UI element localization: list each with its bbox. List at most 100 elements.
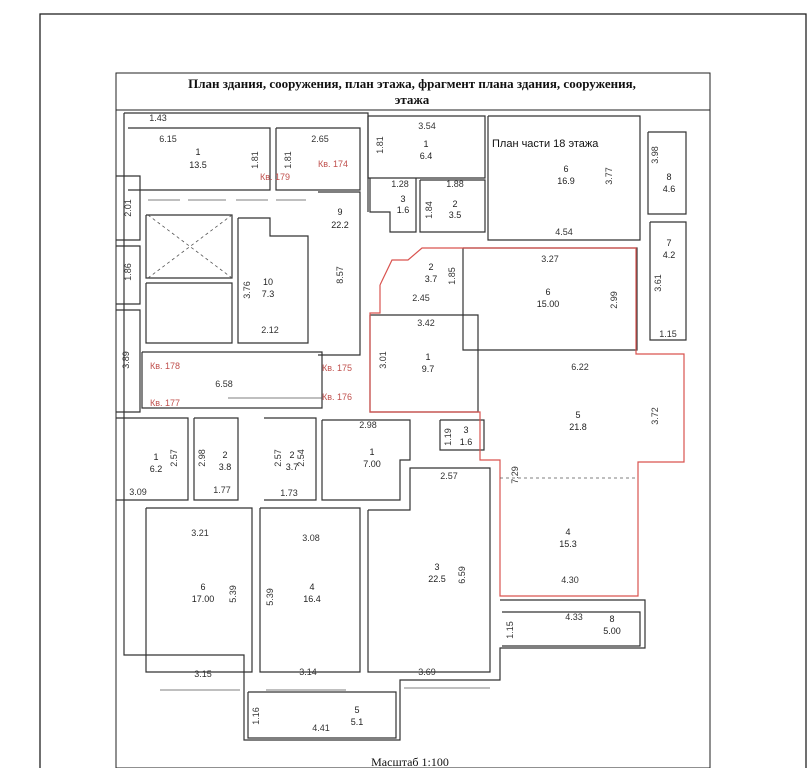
scale-label: Масштаб 1:100 — [371, 755, 449, 768]
dimension-label: 4.54 — [555, 227, 573, 237]
dimension-label: 2.01 — [123, 199, 133, 217]
room-number: 2 — [222, 450, 227, 460]
dimension-label: 2.98 — [197, 449, 207, 467]
room-area: 22.5 — [428, 574, 446, 584]
plan-section-label: План части 18 этажа — [492, 138, 599, 150]
dimension-label: 2.65 — [311, 134, 329, 144]
dimension-label: 1.81 — [250, 151, 260, 169]
room-area: 3.8 — [219, 462, 232, 472]
dimension-label: 3.61 — [653, 274, 663, 292]
room-area: 16.9 — [557, 176, 575, 186]
room-area: 15.3 — [559, 539, 577, 549]
apartment-label: Кв. 178 — [150, 361, 180, 371]
apartment-label: Кв. 176 — [322, 392, 352, 402]
room-area: 5.1 — [351, 717, 364, 727]
room-number: 6 — [200, 582, 205, 592]
dimension-label: 7.29 — [510, 466, 520, 484]
room-number: 6 — [545, 287, 550, 297]
room-number: 1 — [153, 452, 158, 462]
dimension-label: 3.01 — [378, 351, 388, 369]
room-area: 21.8 — [569, 422, 587, 432]
room-area: 22.2 — [331, 220, 349, 230]
dimension-label: 2.12 — [261, 325, 279, 335]
room-number: 3 — [434, 562, 439, 572]
dimension-label: 3.72 — [650, 407, 660, 425]
dimension-label: 3.42 — [417, 318, 435, 328]
room-number: 3 — [463, 425, 468, 435]
dimension-label: 1.19 — [443, 428, 453, 446]
dimension-label: 1.88 — [446, 179, 464, 189]
highlighted-apartment-outline — [369, 247, 685, 597]
apartment-labels: Кв. 174 Кв. 179 Кв. 178 Кв. 175 Кв. 177 … — [150, 159, 352, 408]
room-number: 2 — [452, 199, 457, 209]
dimension-label: 1.16 — [251, 707, 261, 725]
dimension-label: 3.09 — [129, 487, 147, 497]
dimension-label: 3.98 — [650, 146, 660, 164]
title-line-2: этажа — [395, 92, 430, 107]
room-number: 4 — [565, 527, 570, 537]
dimension-label: 5.39 — [228, 585, 238, 603]
room-number: 6 — [563, 164, 568, 174]
room-area: 3.7 — [425, 274, 438, 284]
dimension-label: 1.81 — [283, 151, 293, 169]
dimension-label: 3.77 — [604, 167, 614, 185]
room-area: 7.3 — [262, 289, 275, 299]
apartment-label: Кв. 174 — [318, 159, 348, 169]
room-labels: 1 13.5 1 6.4 6 16.9 8 4.6 3 1.6 2 3.5 9 … — [150, 139, 676, 727]
room-area: 1.6 — [397, 205, 410, 215]
dimension-label: 1.73 — [280, 488, 298, 498]
room-number: 8 — [609, 614, 614, 624]
room-number: 1 — [425, 352, 430, 362]
dimension-label: 2.54 — [296, 449, 306, 467]
dimension-label: 3.08 — [302, 533, 320, 543]
dimension-label: 6.15 — [159, 134, 177, 144]
dimension-label: 1.43 — [149, 113, 167, 123]
room-area: 6.4 — [420, 151, 433, 161]
dimension-label: 3.21 — [191, 528, 209, 538]
dimension-label: 1.28 — [391, 179, 409, 189]
room-area: 3.5 — [449, 210, 462, 220]
room-number: 2 — [428, 262, 433, 272]
room-area: 17.00 — [192, 594, 215, 604]
dimension-label: 4.33 — [565, 612, 583, 622]
room-number: 1 — [195, 147, 200, 157]
dimension-label: 8.57 — [335, 266, 345, 284]
room-area: 4.6 — [663, 184, 676, 194]
dimension-label: 3.89 — [121, 351, 131, 369]
room-number: 3 — [400, 194, 405, 204]
dimension-label: 3.15 — [194, 669, 212, 679]
apartment-label: Кв. 175 — [322, 363, 352, 373]
dimension-label: 6.59 — [457, 566, 467, 584]
dimension-label: 1.85 — [447, 267, 457, 285]
room-number: 8 — [666, 172, 671, 182]
dimension-label: 6.58 — [215, 379, 233, 389]
room-number: 5 — [354, 705, 359, 715]
title-line-1: План здания, сооружения, план этажа, фра… — [188, 76, 636, 91]
room-number: 4 — [309, 582, 314, 592]
room-number: 1 — [423, 139, 428, 149]
room-area: 5.00 — [603, 626, 621, 636]
room-number: 7 — [666, 238, 671, 248]
room-area: 15.00 — [537, 299, 560, 309]
inner-lines — [147, 199, 636, 691]
dimension-label: 1.15 — [659, 329, 677, 339]
dimension-label: 2.99 — [609, 291, 619, 309]
dimension-label: 4.41 — [312, 723, 330, 733]
document-frame — [39, 13, 807, 768]
room-number: 10 — [263, 277, 273, 287]
room-area: 9.7 — [422, 364, 435, 374]
dimension-label: 2.98 — [359, 420, 377, 430]
dimension-label: 3.14 — [299, 667, 317, 677]
apartment-label: Кв. 179 — [260, 172, 290, 182]
dimension-label: 1.81 — [375, 136, 385, 154]
room-number: 5 — [575, 410, 580, 420]
room-area: 1.6 — [460, 437, 473, 447]
room-area: 4.2 — [663, 250, 676, 260]
apartment-label: Кв. 177 — [150, 398, 180, 408]
room-number: 9 — [337, 207, 342, 217]
room-area: 7.00 — [363, 459, 381, 469]
dimension-label: 2.57 — [273, 449, 283, 467]
room-area: 16.4 — [303, 594, 321, 604]
room-number: 2 — [289, 450, 294, 460]
